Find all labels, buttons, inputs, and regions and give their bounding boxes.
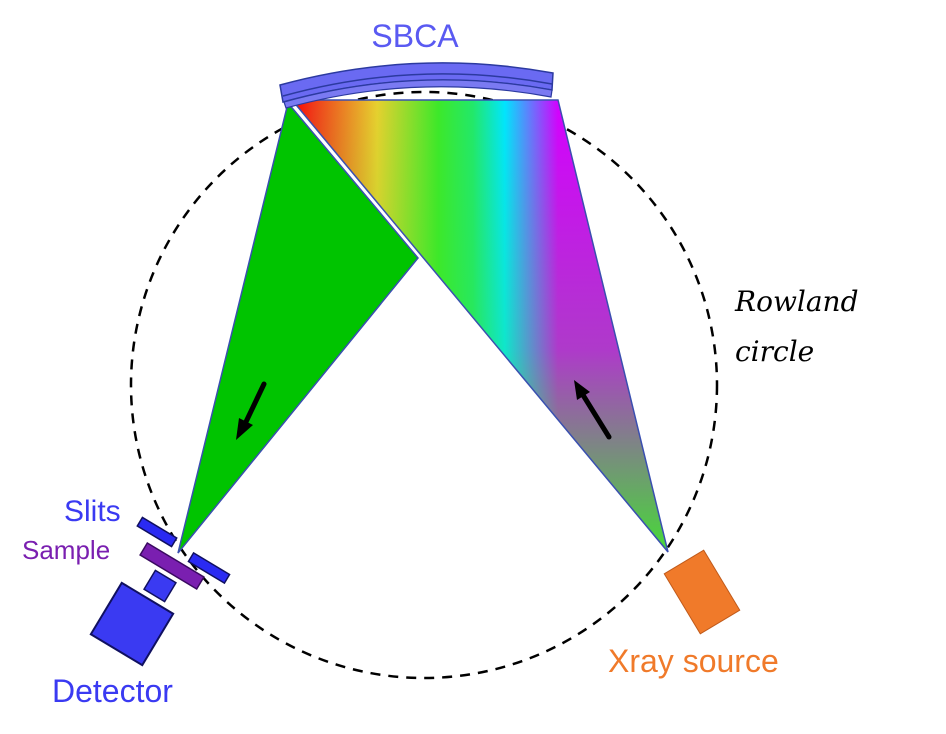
sbca-label: SBCA — [371, 18, 459, 54]
down-arrow-icon — [236, 381, 267, 440]
slit-lower — [187, 551, 231, 585]
xray-source-label: Xray source — [608, 643, 779, 679]
up-arrow-icon — [574, 380, 612, 440]
spectrum-beam — [290, 99, 669, 553]
rowland-label-line2: circle — [735, 335, 814, 368]
sample-label: Sample — [22, 535, 110, 565]
detector-label: Detector — [52, 673, 173, 709]
sbca-crystal — [279, 62, 554, 109]
slits-label: Slits — [64, 495, 121, 528]
sample — [139, 541, 205, 591]
rowland-label-line1: Rowland — [734, 285, 859, 318]
slit-upper — [136, 516, 178, 548]
rowland-circle — [129, 90, 719, 680]
detector — [89, 569, 177, 667]
xray-source — [663, 549, 741, 635]
green-beam — [177, 101, 419, 554]
